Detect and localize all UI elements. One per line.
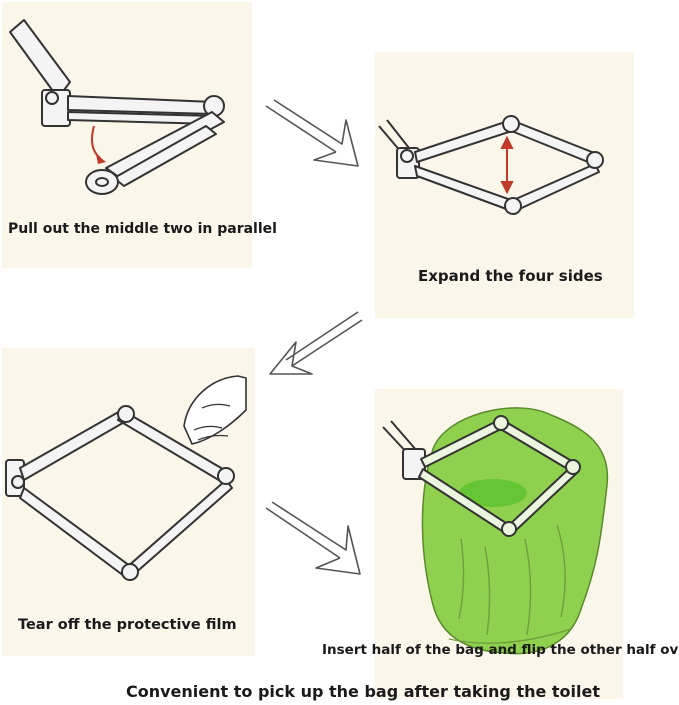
- step-1-caption: Pull out the middle two in parallel: [8, 221, 277, 237]
- step-1-panel: [2, 2, 252, 268]
- bag-on-frame-illustration: [382, 407, 609, 655]
- flow-arrow-1-icon: [265, 99, 359, 167]
- curved-arrow-icon: [91, 125, 101, 159]
- expanded-frame-illustration: [378, 115, 604, 215]
- square-frame-illustration: [5, 375, 247, 581]
- hand-icon: [183, 375, 247, 445]
- step-4-caption: Insert half of the bag and flip the othe…: [322, 642, 679, 658]
- step-2-caption: Expand the four sides: [418, 267, 603, 285]
- folded-frame-illustration: [9, 19, 225, 195]
- step-3-caption: Tear off the protective film: [18, 617, 237, 633]
- step-4-panel: [375, 389, 623, 699]
- flow-arrow-3-icon: [265, 501, 361, 575]
- step-3-panel: [2, 348, 255, 656]
- step-2-panel: [375, 52, 634, 318]
- footer-caption: Convenient to pick up the bag after taki…: [126, 682, 601, 701]
- flow-arrow-2-icon: [269, 311, 363, 375]
- double-arrow-icon: [500, 135, 514, 195]
